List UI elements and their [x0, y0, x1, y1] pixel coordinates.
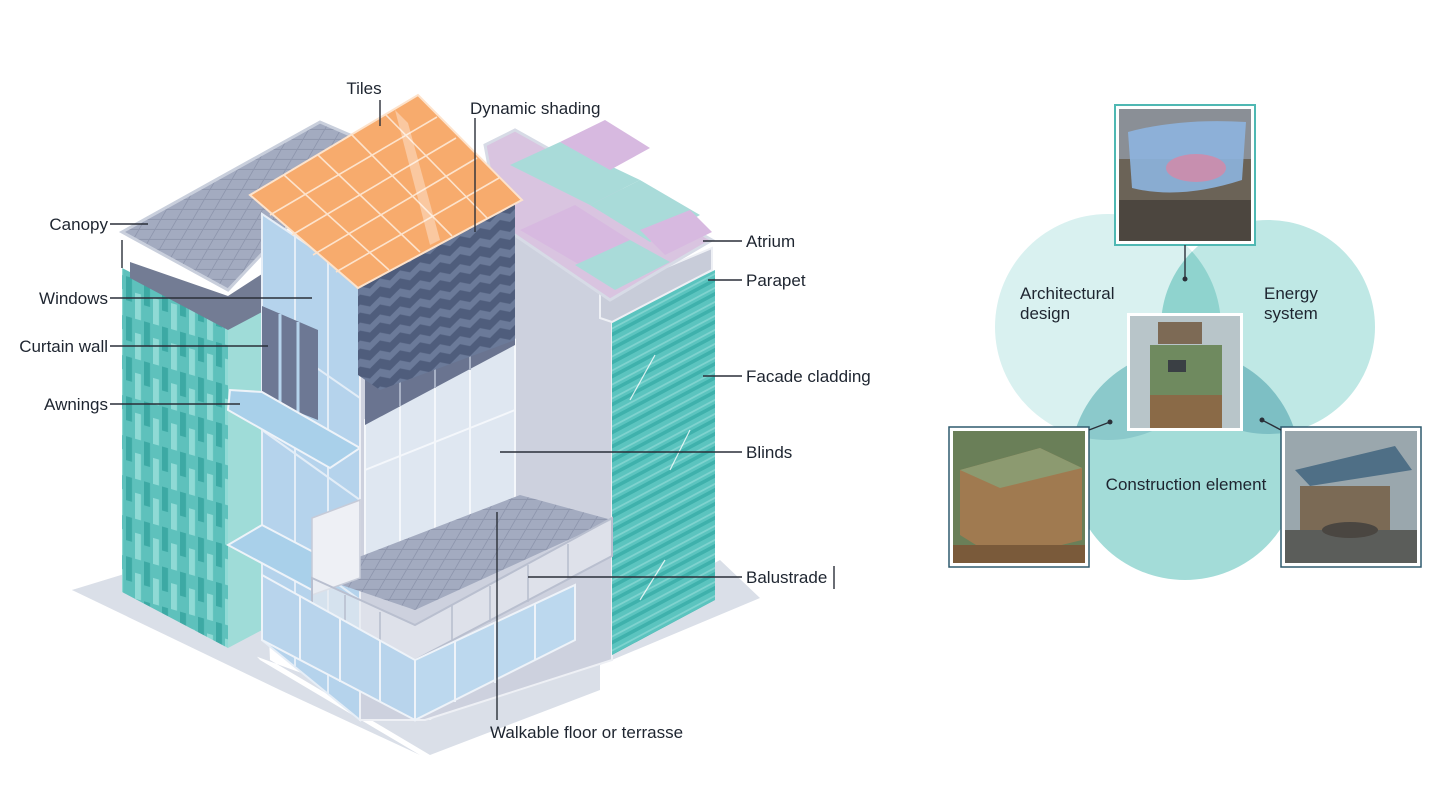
- photo-solar-canopy: [1280, 426, 1422, 568]
- label-canopy: Canopy: [49, 215, 108, 234]
- label-awnings: Awnings: [44, 395, 108, 414]
- venn-diagram: Architectural design Energy system Const…: [948, 104, 1422, 580]
- walkable-floor: [312, 495, 612, 610]
- building-illustration: [72, 93, 760, 755]
- photo-wooden-pavilion: [948, 426, 1090, 568]
- leader-lines: [110, 100, 835, 720]
- building-labels: Tiles Dynamic shading Canopy Windows Cur…: [19, 79, 871, 742]
- label-walkable-floor: Walkable floor or terrasse: [490, 723, 683, 742]
- left-tower-side: [228, 304, 262, 648]
- venn-label-architectural-line2: design: [1020, 304, 1070, 323]
- photo-shading-installation: [1114, 104, 1256, 246]
- awning-upper: [226, 388, 362, 470]
- canopy-underside: [130, 262, 262, 330]
- label-atrium: Atrium: [746, 232, 795, 251]
- venn-label-energy-line2: system: [1264, 304, 1318, 323]
- facade-cladding-wall: [612, 270, 715, 655]
- label-facade-cladding: Facade cladding: [746, 367, 871, 386]
- left-tower-facade: [122, 268, 228, 648]
- label-parapet: Parapet: [746, 271, 806, 290]
- label-tiles: Tiles: [346, 79, 381, 98]
- label-balustrade: Balustrade: [746, 568, 827, 587]
- venn-label-energy-line1: Energy: [1264, 284, 1318, 303]
- parapet: [599, 246, 713, 324]
- terrace-wall: [311, 498, 361, 597]
- label-dynamic-shading: Dynamic shading: [470, 99, 600, 118]
- tile-roof: [248, 93, 524, 290]
- venn-label-architectural-line1: Architectural: [1020, 284, 1114, 303]
- photo-house-center: [1127, 313, 1243, 431]
- curtain-wall-panel: [262, 306, 318, 420]
- label-blinds: Blinds: [746, 443, 792, 462]
- dynamic-shading: [358, 195, 515, 390]
- atrium-glass-panels: [510, 120, 712, 290]
- label-curtain-wall: Curtain wall: [19, 337, 108, 356]
- label-windows: Windows: [39, 289, 108, 308]
- venn-label-construction: Construction element: [1106, 475, 1267, 494]
